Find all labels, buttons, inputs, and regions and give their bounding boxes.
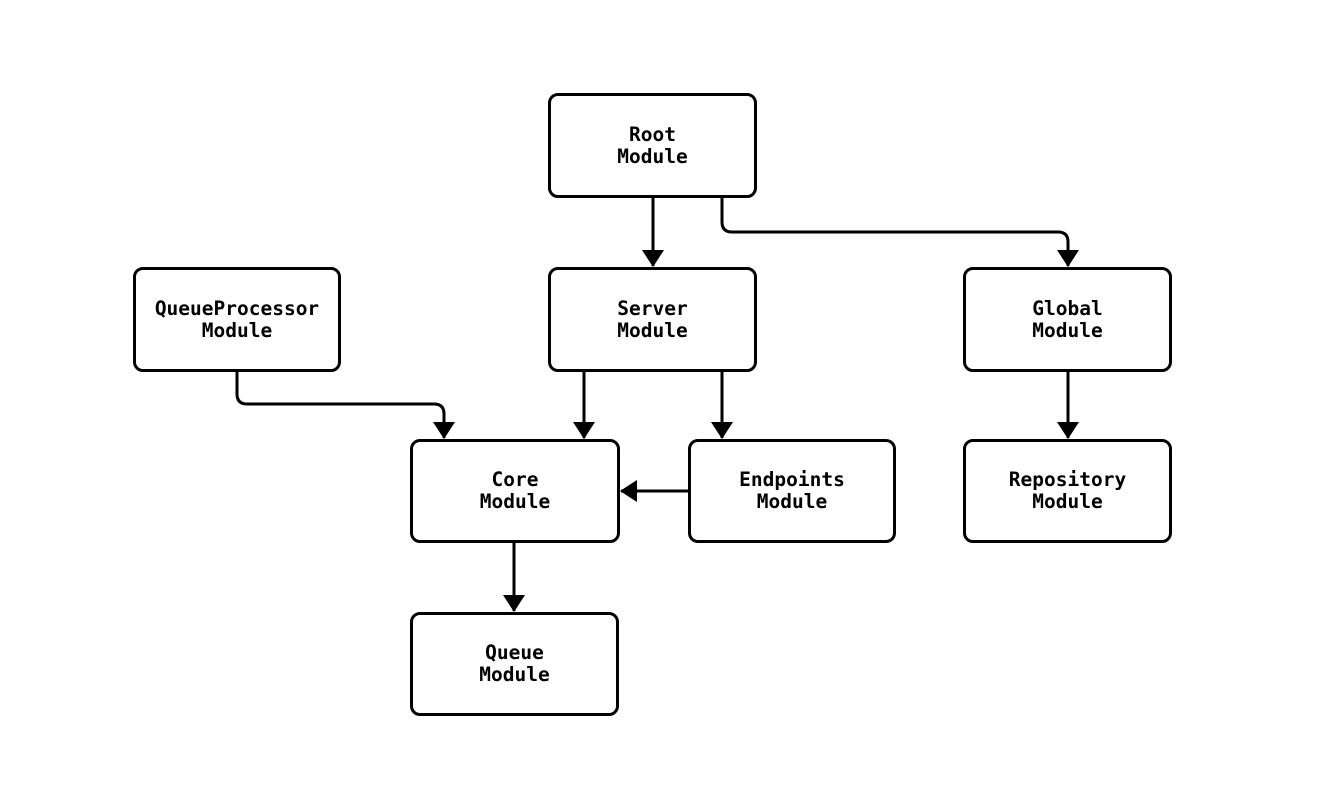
edge-group: [235, 198, 1079, 612]
node-queue-module: Queue Module: [410, 612, 619, 716]
node-label: Root Module: [617, 122, 688, 168]
node-label: Global Module: [1032, 296, 1103, 342]
node-repository-module: Repository Module: [963, 439, 1172, 543]
node-label: Core Module: [479, 468, 551, 513]
node-label: Queue Module: [479, 641, 550, 686]
edge-queueprocessor-module-to-core-module: [235, 372, 455, 439]
node-queueprocessor-module: QueueProcessor Module: [133, 267, 341, 372]
node-core-module: Core Module: [410, 439, 620, 543]
node-label: Server Module: [617, 296, 688, 342]
node-endpoints-module: Endpoints Module: [688, 439, 896, 543]
edge-root-module-to-global-module: [720, 198, 1079, 267]
node-global-module: Global Module: [963, 267, 1172, 372]
node-label: QueueProcessor Module: [154, 296, 320, 342]
node-label: Endpoints Module: [739, 468, 845, 513]
node-root-module: Root Module: [548, 93, 757, 198]
node-server-module: Server Module: [548, 267, 757, 372]
node-label: Repository Module: [1008, 468, 1127, 513]
